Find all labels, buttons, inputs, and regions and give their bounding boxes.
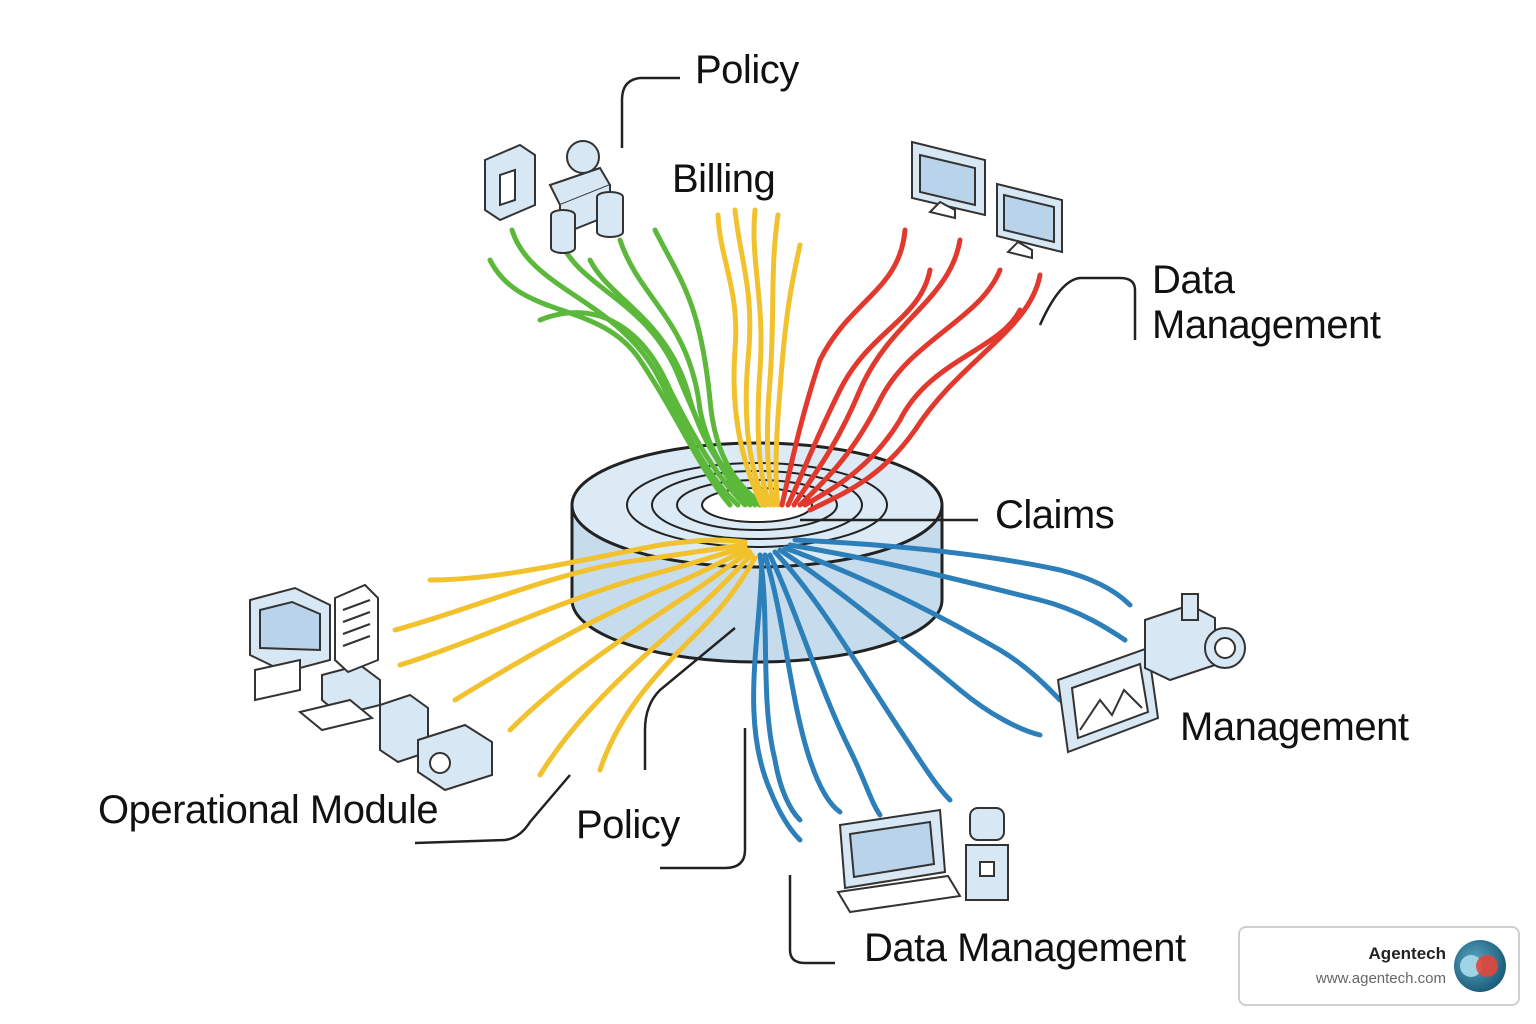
document-icon	[334, 583, 379, 674]
yellow-fiber-bundle-lower	[392, 537, 758, 778]
connector-lines	[414, 76, 1137, 965]
database-icon	[550, 191, 624, 254]
copyright-box-icon	[379, 693, 493, 792]
monitor-icon	[911, 140, 1063, 260]
red-fiber-bundle	[779, 227, 1043, 513]
label-policy-top: Policy	[695, 48, 799, 92]
green-fiber-bundle	[487, 227, 768, 508]
yellow-fiber-bundle	[715, 207, 803, 508]
label-claims: Claims	[995, 493, 1115, 537]
brand-name: Agentech	[1368, 944, 1446, 963]
blue-fiber-bundle	[751, 537, 1133, 843]
camera-icon	[1144, 593, 1246, 682]
photo-frame-icon	[1056, 646, 1160, 754]
label-data-management-top-line1: Data	[1152, 258, 1235, 302]
water-cooler-icon	[965, 807, 1009, 901]
brand-url[interactable]: www.agentech.com	[1315, 970, 1446, 987]
laptop-icon	[836, 808, 962, 914]
brand-badge[interactable]: Agentech www.agentech.com	[1238, 926, 1520, 1006]
computer-printer-icon	[249, 586, 381, 732]
brand-logo-icon	[1454, 940, 1506, 992]
label-billing: Billing	[672, 157, 776, 201]
label-management: Management	[1180, 705, 1409, 749]
label-policy-bottom: Policy	[576, 803, 680, 847]
label-data-management-top-line2: Management	[1152, 303, 1381, 347]
upload-box-icon	[484, 143, 536, 222]
label-data-management-bottom: Data Management	[864, 926, 1186, 970]
label-operational-module: Operational Module	[98, 788, 439, 832]
